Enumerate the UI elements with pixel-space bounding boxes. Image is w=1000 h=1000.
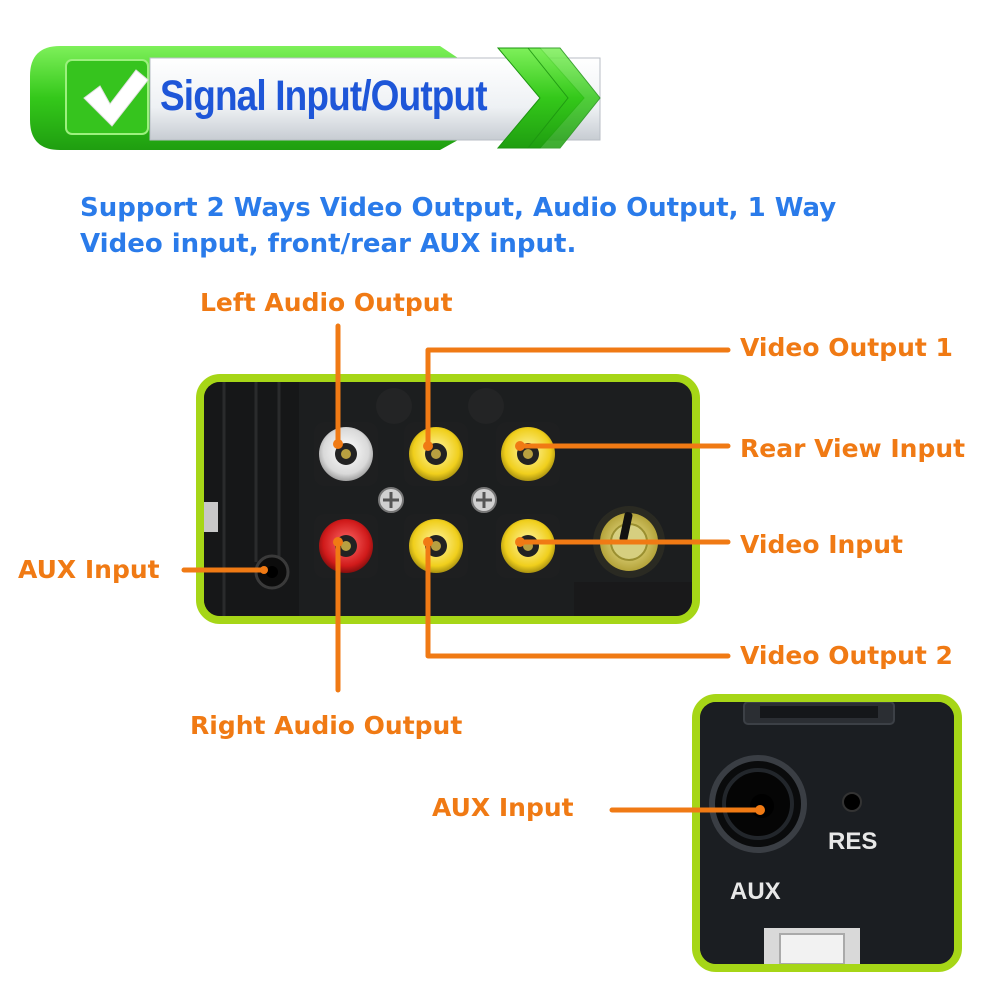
label-right-audio-output: Right Audio Output: [190, 711, 463, 740]
front-aux-drawing: [700, 702, 954, 964]
subtitle: Support 2 Ways Video Output, Audio Outpu…: [80, 190, 960, 262]
label-video-output-2: Video Output 2: [740, 641, 953, 670]
banner-title: Signal Input/Output: [160, 72, 488, 120]
label-aux-input-front: AUX Input: [432, 793, 574, 822]
label-video-output-1: Video Output 1: [740, 333, 953, 362]
front-aux-panel: RES AUX: [692, 694, 962, 972]
label-aux-input-left: AUX Input: [18, 555, 160, 584]
label-rear-view-input: Rear View Input: [740, 434, 966, 463]
rear-connector-drawing: [204, 382, 692, 616]
label-left-audio-output: Left Audio Output: [200, 288, 453, 317]
res-label: RES: [828, 828, 878, 855]
label-video-input: Video Input: [740, 530, 903, 559]
subtitle-line-1: Support 2 Ways Video Output, Audio Outpu…: [80, 193, 837, 223]
aux-port-label: AUX: [730, 878, 781, 905]
subtitle-line-2: Video input, front/rear AUX input.: [80, 229, 577, 259]
rear-connector-panel: [196, 374, 700, 624]
